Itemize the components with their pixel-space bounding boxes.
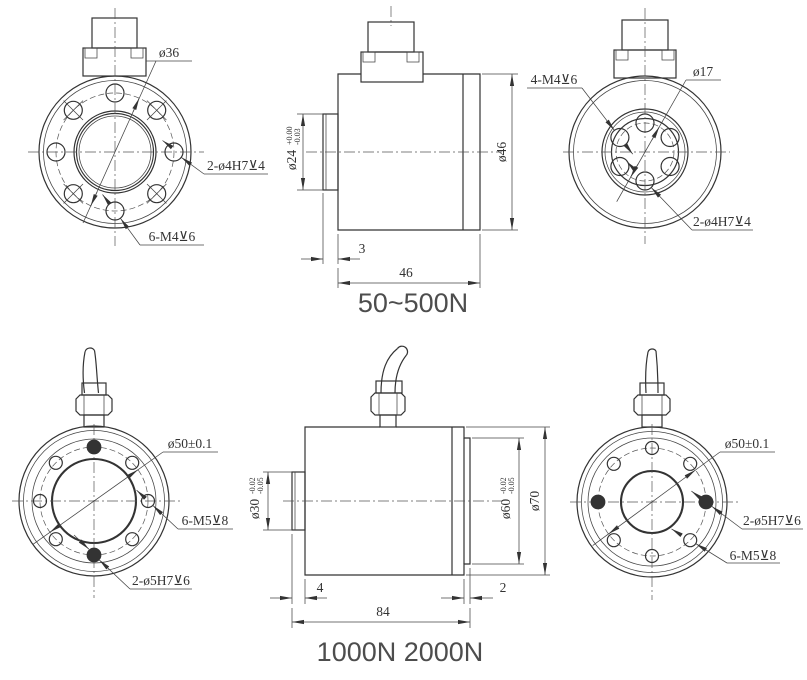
connector-plug: [82, 17, 147, 77]
boss-length-dimension: 3: [301, 193, 366, 264]
label-body-length: 46: [399, 265, 413, 280]
label-body-dia: ø70: [527, 491, 542, 512]
label-boss-length: 4: [317, 580, 324, 595]
label-tapped-holes: 6-M4⊻6: [149, 229, 196, 244]
side-view-1000n: ø30 -0.02 -0.05 ø60 -0.02 -0.05 ø70: [247, 345, 550, 628]
label-body-length: 84: [376, 604, 390, 619]
bcd-dimension: ø50±0.1: [592, 436, 775, 546]
label-boss-dia: ø24: [284, 150, 299, 171]
rear-view-50n: 4-M4⊻6 ø17 2-ø4H7⊻4: [527, 8, 753, 244]
step-dia-dimension: ø60 -0.02 -0.05: [472, 437, 524, 565]
tapped-callout: 6-M4⊻6: [102, 194, 204, 246]
boss-dia-dimension: ø24 +0.00 -0.03: [284, 113, 323, 191]
bcd-dimension: ø50±0.1: [32, 436, 218, 546]
label-bcd-17: ø17: [693, 64, 714, 79]
cable-gland: [370, 345, 409, 428]
label-tapped-holes: 4-M4⊻6: [531, 72, 578, 87]
label-body-dia: ø46: [494, 142, 509, 163]
dowel-callout: 2-ø4H7⊻4: [626, 161, 753, 231]
label-dowel-holes: 2-ø5H7⊻6: [743, 513, 801, 528]
tapped-holes: [46, 83, 184, 221]
label-step-dia: ø60: [498, 499, 513, 520]
label-boss-tol-lower: -0.05: [256, 477, 265, 494]
row2-caption: 1000N 2000N: [317, 637, 484, 667]
dowel-callout: 2-ø5H7⊻6: [73, 534, 192, 590]
label-step-tol-upper: -0.02: [499, 477, 508, 494]
dowel-callout: 2-ø4H7⊻4: [162, 140, 268, 175]
boss-dia-dimension: ø30 -0.02 -0.05: [247, 471, 292, 531]
dowel-callout: 2-ø5H7⊻6: [691, 490, 803, 530]
side-view-50n: ø24 +0.00 -0.03 ø46 3 46: [284, 6, 518, 288]
label-tapped-holes: 6-M5⊻8: [730, 548, 777, 563]
rear-holes: [590, 440, 714, 564]
cable-gland: [633, 348, 671, 428]
label-bcd-36: ø36: [159, 45, 180, 60]
label-dowel-holes: 2-ø4H7⊻4: [207, 158, 265, 173]
cable-gland: [75, 347, 113, 428]
connector-plug: [360, 6, 424, 83]
front-view-50n: ø36 2-ø4H7⊻4 6-M4⊻6: [28, 8, 268, 246]
label-bcd-50: ø50±0.1: [725, 436, 770, 451]
label-boss-tol-upper: -0.02: [248, 477, 257, 494]
body-dia-dimension: ø70: [466, 426, 550, 576]
boss-length-dimension: 4: [270, 534, 327, 604]
label-boss-tol-lower: -0.03: [293, 128, 302, 145]
label-boss-tol-upper: +0.00: [285, 126, 294, 145]
label-boss-length: 3: [359, 241, 366, 256]
label-dowel-holes: 2-ø5H7⊻6: [132, 573, 190, 588]
label-step-tol-lower: -0.05: [507, 477, 516, 494]
label-tapped-holes: 6-M5⊻8: [182, 513, 229, 528]
tapped-callout: 6-M5⊻8: [136, 489, 233, 530]
step-length-dimension: 2: [441, 568, 506, 604]
bcd-dimension: ø36: [82, 45, 192, 224]
row1-caption: 50~500N: [358, 288, 468, 318]
tapped-callout: 4-M4⊻6: [527, 72, 634, 155]
body-dia-dimension: ø46: [482, 73, 518, 231]
front-holes: [32, 439, 156, 563]
body-length-dimension: 84: [291, 604, 471, 628]
dowel-holes: [63, 100, 167, 204]
front-view-1000n: ø50±0.1 6-M5⊻8 2-ø5H7⊻6: [12, 347, 233, 598]
label-step-length: 2: [500, 580, 507, 595]
tapped-callout: 6-M5⊻8: [671, 528, 780, 564]
label-bcd-50: ø50±0.1: [168, 436, 213, 451]
label-boss-dia: ø30: [247, 499, 262, 520]
label-dowel-holes: 2-ø4H7⊻4: [693, 214, 751, 229]
rear-view-1000n: ø50±0.1 2-ø5H7⊻6 6-M5⊻8: [570, 348, 803, 600]
body-length-dimension: 46: [337, 234, 481, 288]
